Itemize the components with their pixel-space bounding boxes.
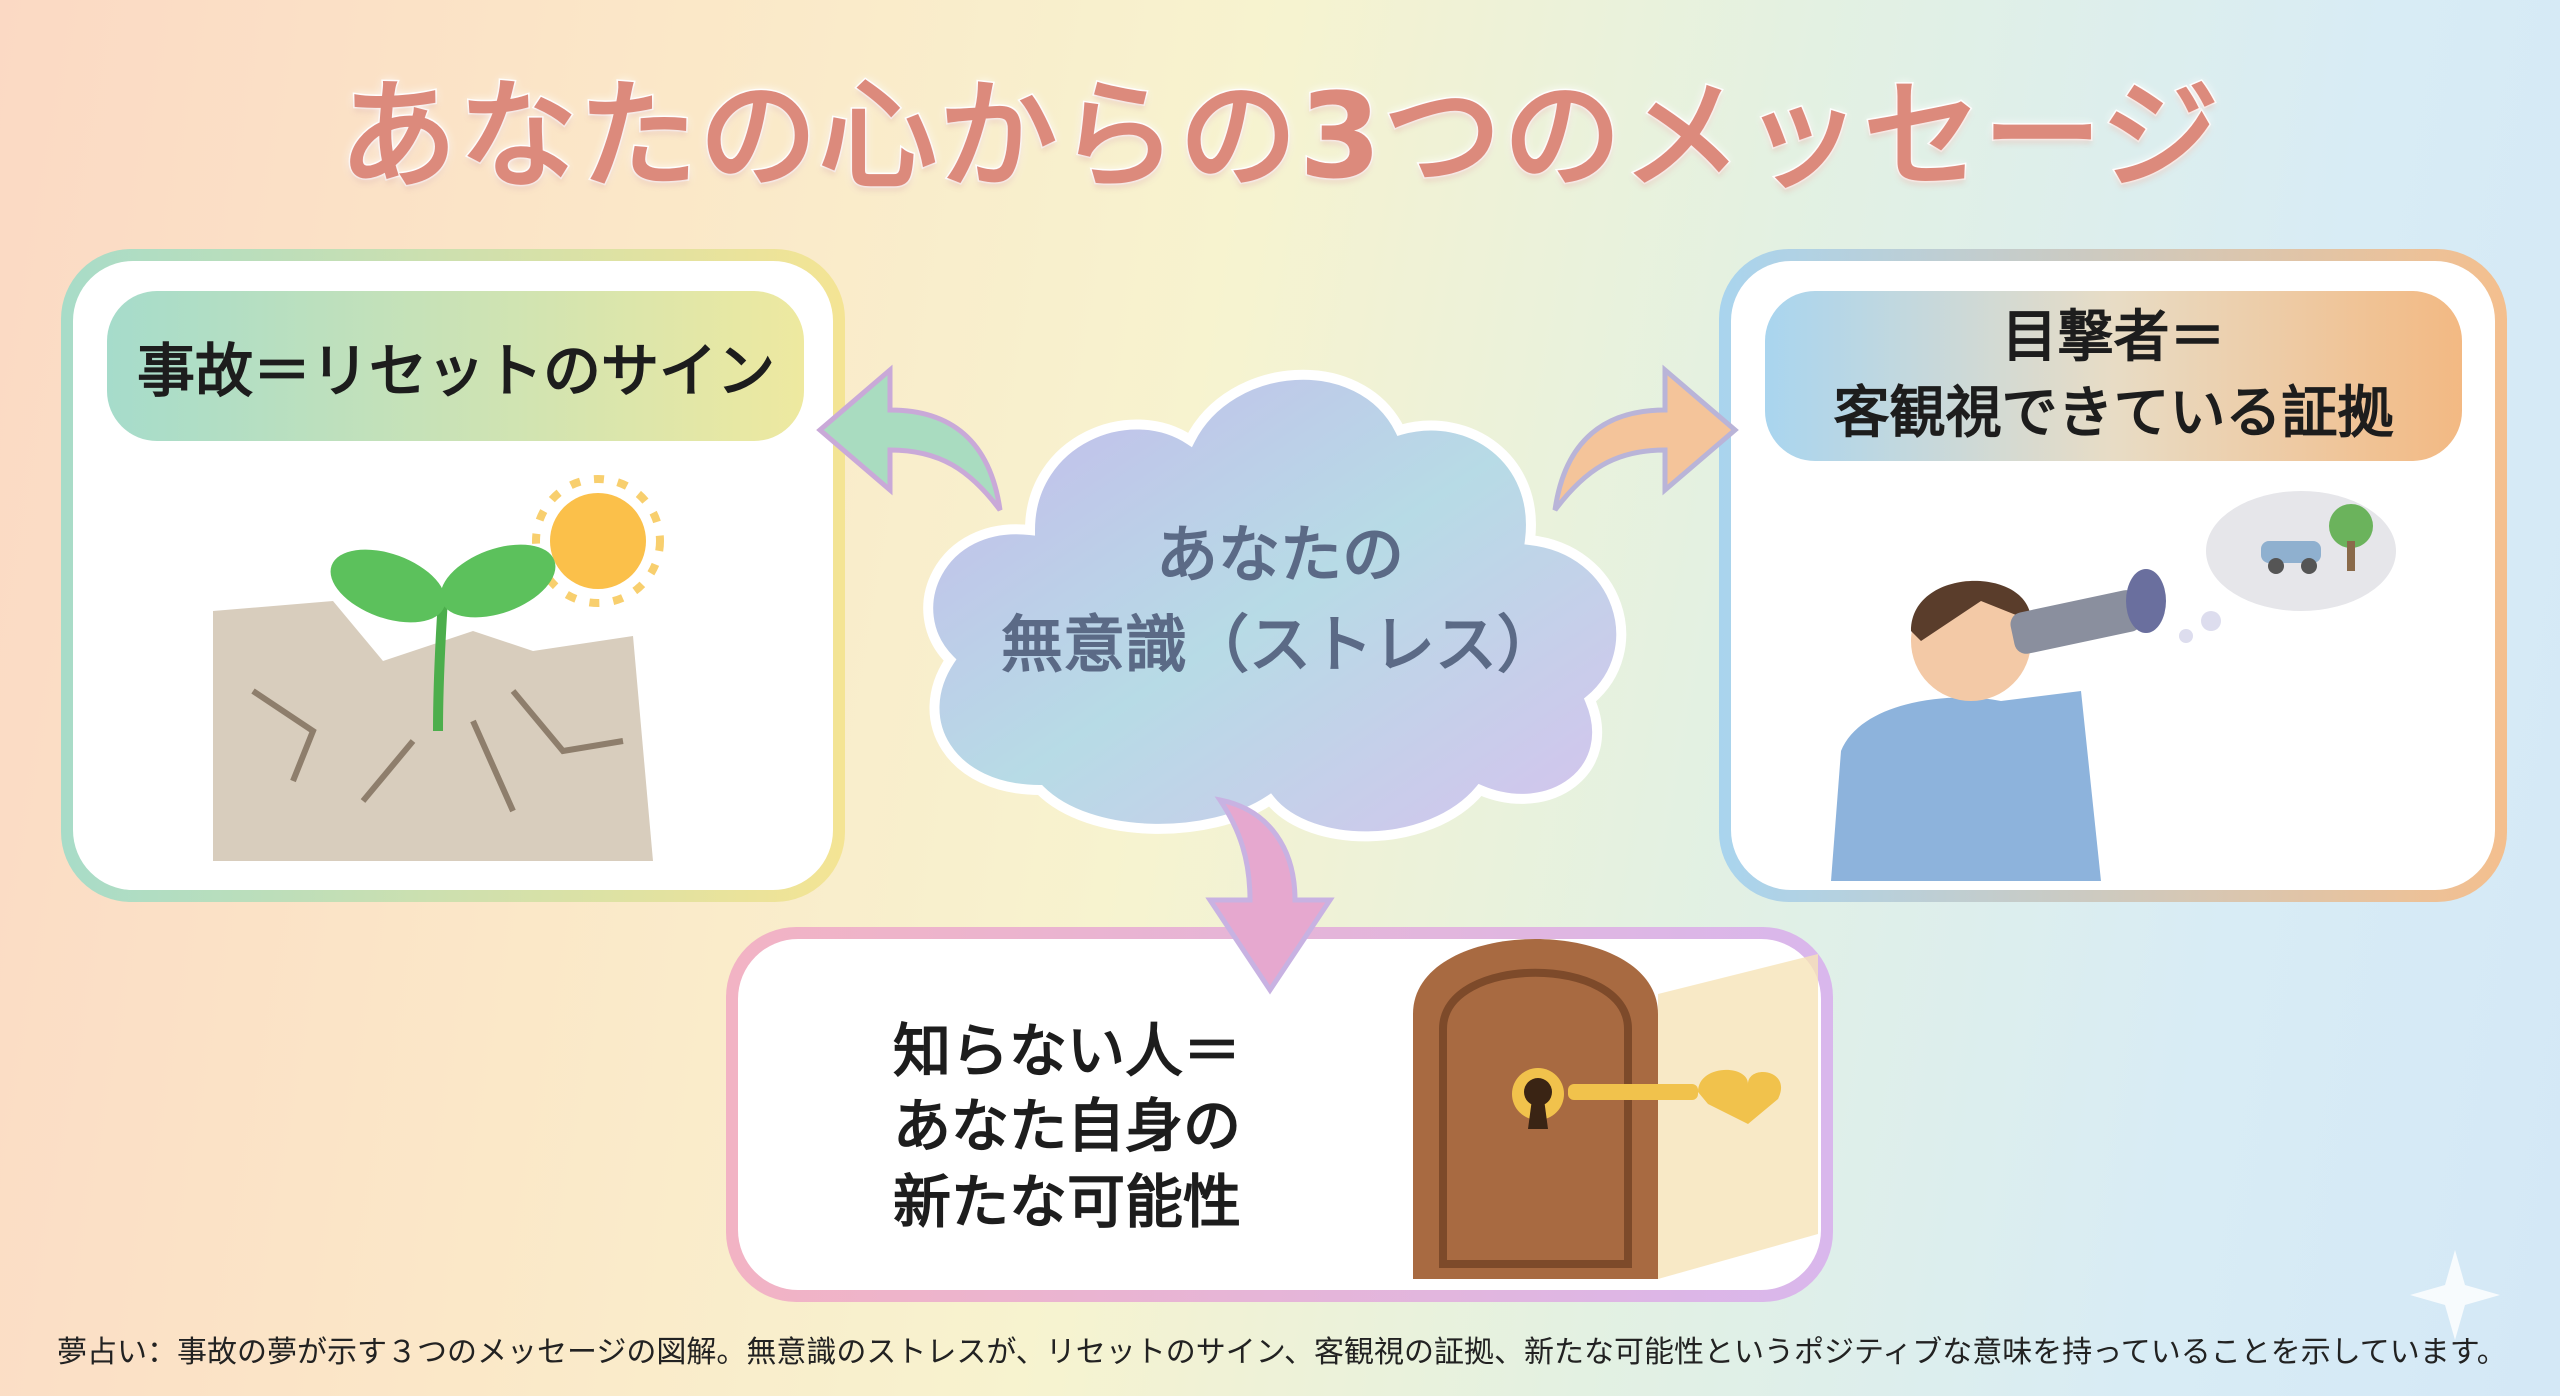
person-telescope-illustration <box>1831 491 2396 881</box>
card-witness: 目撃者＝ 客観視できている証拠 <box>1719 249 2507 902</box>
card-reset-title: 事故＝リセットのサイン <box>107 291 804 441</box>
card-witness-title: 目撃者＝ 客観視できている証拠 <box>1765 291 2462 461</box>
card-witness-title-line1: 目撃者＝ <box>2001 305 2226 371</box>
arrow-to-witness-icon <box>1552 364 1739 512</box>
keyhole-icon <box>1512 1068 1564 1129</box>
key-icon <box>1568 1069 1782 1124</box>
arrow-to-reset-icon <box>816 364 1003 512</box>
door-key-illustration <box>1413 939 1818 1279</box>
sun-icon <box>532 475 664 607</box>
page-title: あなたの心からの3つのメッセージ <box>338 66 2221 207</box>
caption: 夢占い：事故の夢が示す３つのメッセージの図解。無意識のストレスが、リセットのサイ… <box>57 1335 2507 1370</box>
cloud-label: あなたの 無意識（ストレス） <box>890 510 1670 690</box>
sprout-cracked-ground-illustration <box>213 475 664 861</box>
sparkle-icon <box>2410 1250 2500 1340</box>
cloud-shape <box>923 369 1627 842</box>
card-new-possibility-line2: あなた自身の <box>893 1092 1242 1161</box>
card-new-possibility-text: 知らない人＝ あなた自身の 新たな可能性 <box>893 1014 1241 1240</box>
cloud-label-line2: 無意識（ストレス） <box>1000 607 1559 681</box>
card-new-possibility-line3: 新たな可能性 <box>893 1167 1242 1236</box>
unconscious-cloud: あなたの 無意識（ストレス） <box>890 320 1670 860</box>
card-witness-title-line2: 客観視できている証拠 <box>1833 381 2394 446</box>
cloud-label-line1: あなたの <box>1155 518 1404 591</box>
card-reset-sign: 事故＝リセットのサイン <box>61 249 845 902</box>
card-new-possibility: 知らない人＝ あなた自身の 新たな可能性 <box>726 927 1833 1302</box>
card-new-possibility-line1: 知らない人＝ <box>893 1017 1242 1085</box>
arrow-to-possibility-icon <box>1205 796 1335 995</box>
